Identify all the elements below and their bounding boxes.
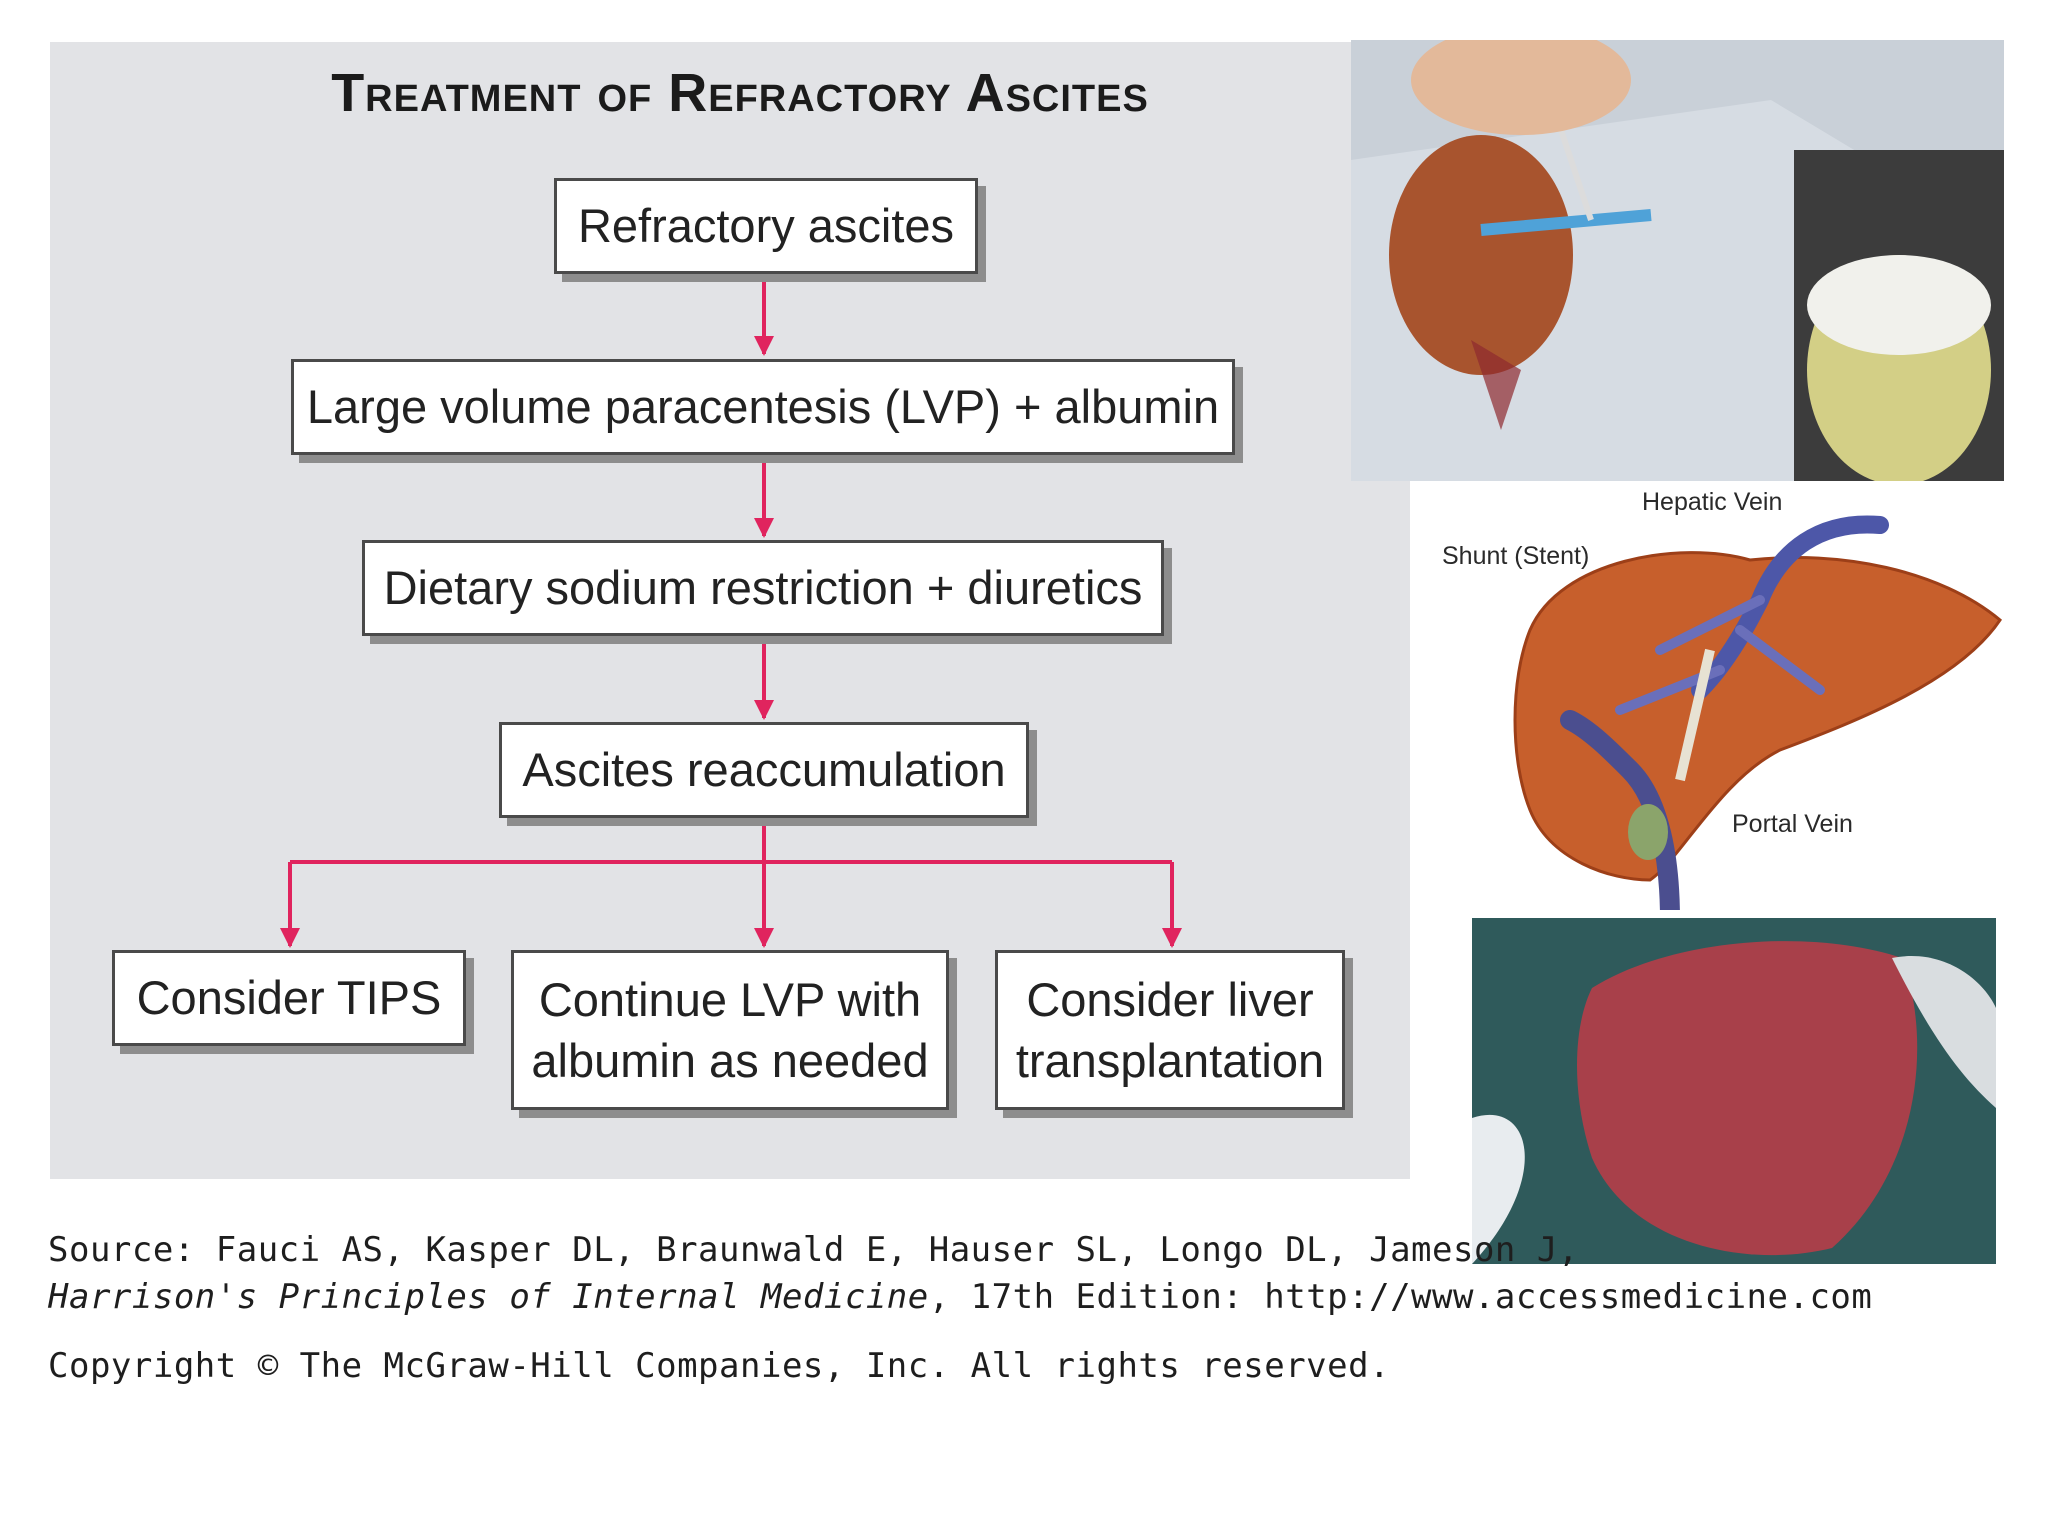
- paracentesis-photo-drawing: [1351, 40, 2004, 481]
- node-dietary-label: Dietary sodium restriction + diuretics: [383, 561, 1143, 615]
- node-continue-label-line1: Continue LVP with: [538, 972, 922, 1026]
- book-title: Harrison's Principles of Internal Medici…: [48, 1277, 929, 1317]
- tips-liver-illustration: Hepatic Vein Shunt (Stent) Portal Vein: [1420, 480, 2020, 930]
- liver-drawing: [1513, 515, 2002, 930]
- hepatic-vein-label: Hepatic Vein: [1642, 488, 1783, 516]
- source-citation-line1: Source: Fauci AS, Kasper DL, Braunwald E…: [48, 1230, 1579, 1270]
- transplant-photo-drawing: [1472, 918, 1996, 1264]
- node-reaccum-label: Ascites reaccumulation: [522, 743, 1006, 797]
- node-refractory-ascites: Refractory ascites: [554, 178, 978, 274]
- node-lvp-label: Large volume paracentesis (LVP) + albumi…: [306, 380, 1220, 434]
- flowchart-title: Treatment of Refractory Ascites: [331, 63, 1149, 123]
- copyright-notice: Copyright © The McGraw-Hill Companies, I…: [48, 1346, 1391, 1386]
- node-refractory-label: Refractory ascites: [577, 199, 955, 253]
- node-large-volume-paracentesis: Large volume paracentesis (LVP) + albumi…: [291, 359, 1235, 455]
- flowchart-connectors: [280, 274, 1182, 948]
- liver-transplant-photo: [1472, 918, 1996, 1264]
- edition-url: , 17th Edition: http://www.accessmedicin…: [928, 1277, 1873, 1317]
- portal-vein-label: Portal Vein: [1732, 810, 1853, 838]
- node-dietary-sodium-restriction: Dietary sodium restriction + diuretics: [362, 540, 1164, 636]
- node-continue-label-line2: albumin as needed: [531, 1034, 929, 1087]
- node-tips-label: Consider TIPS: [136, 971, 442, 1025]
- paracentesis-photo: [1351, 40, 2004, 481]
- shunt-stent-label: Shunt (Stent): [1442, 542, 1590, 570]
- source-citation-line2: Harrison's Principles of Internal Medici…: [48, 1277, 1872, 1317]
- node-continue-lvp: Continue LVP with albumin as needed: [511, 950, 949, 1110]
- node-transplant-label-line2: transplantation: [1015, 1034, 1325, 1087]
- node-transplant-label-line1: Consider liver: [1026, 972, 1314, 1026]
- node-consider-tips: Consider TIPS: [112, 950, 466, 1046]
- node-ascites-reaccumulation: Ascites reaccumulation: [499, 722, 1029, 818]
- node-consider-transplant: Consider liver transplantation: [995, 950, 1345, 1110]
